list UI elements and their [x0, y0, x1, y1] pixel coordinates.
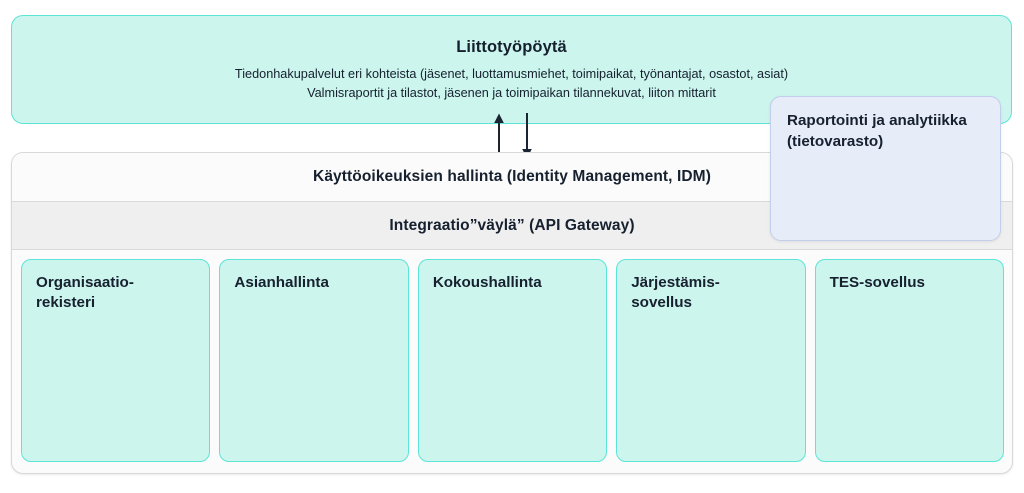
app-card-label: Organisaatio-rekisteri [36, 274, 134, 312]
application-card-row: Organisaatio-rekisteri Asianhallinta Kok… [12, 250, 1012, 472]
desktop-description-line-2: Valmisraportit ja tilastot, jäsenen ja t… [307, 86, 716, 101]
desktop-title: Liittotyöpöytä [456, 38, 567, 57]
platform-container: Käyttöoikeuksien hallinta (Identity Mana… [11, 152, 1013, 474]
desktop-box: Liittotyöpöytä Tiedonhakupalvelut eri ko… [11, 15, 1012, 124]
app-card-organisaatiorekisteri[interactable]: Organisaatio-rekisteri [21, 259, 211, 462]
app-card-jarjestamissovellus[interactable]: Järjestämis-sovellus [616, 259, 806, 462]
app-card-label: TES-sovellus [829, 274, 925, 291]
app-card-asianhallinta[interactable]: Asianhallinta [219, 259, 409, 462]
desktop-description-line-1: Tiedonhakupalvelut eri kohteista (jäsene… [234, 67, 789, 82]
app-card-kokoushallinta[interactable]: Kokoushallinta [417, 259, 608, 462]
band-api-gateway-label: Integraatio”väylä” (API Gateway) [389, 216, 635, 234]
app-card-label: Asianhallinta [234, 274, 329, 291]
reporting-analytics-box[interactable]: Raportointi ja analytiikka (tietovarasto… [770, 96, 1001, 241]
band-identity-management-label: Käyttöoikeuksien hallinta (Identity Mana… [313, 168, 711, 185]
reporting-analytics-line-2: (tietovarasto) [787, 132, 884, 150]
reporting-analytics-line-1: Raportointi ja analytiikka [787, 112, 967, 129]
app-card-label: Kokoushallinta [432, 274, 542, 291]
app-card-tes-sovellus[interactable]: TES-sovellus [814, 259, 1005, 462]
app-card-label: Järjestämis-sovellus [631, 274, 720, 312]
arrow-up-icon [494, 113, 504, 158]
